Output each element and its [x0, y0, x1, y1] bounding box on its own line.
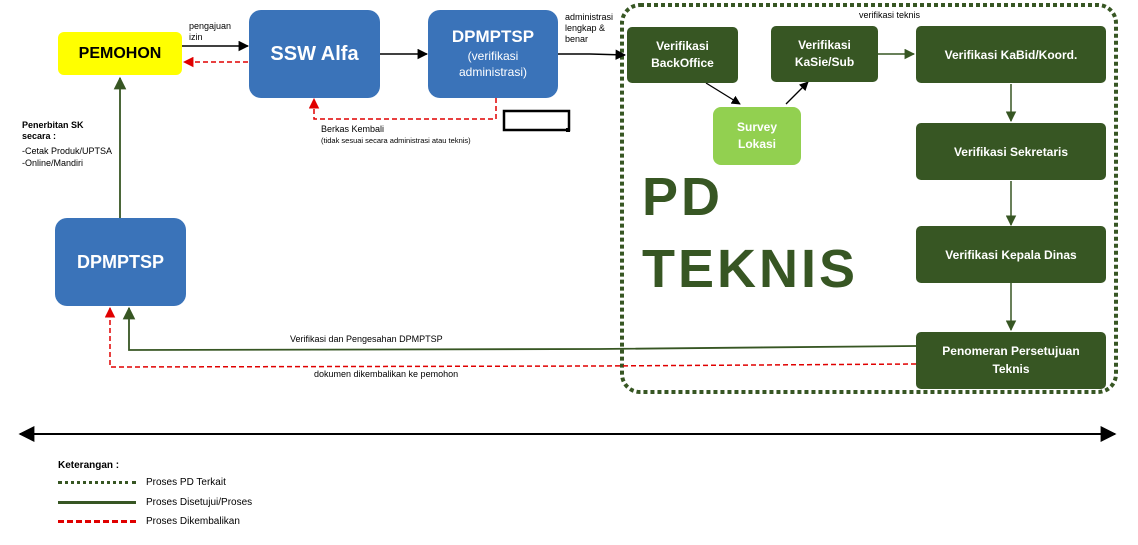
penomeran-box: Penomeran Persetujuan Teknis	[916, 332, 1106, 389]
label-penerbitan-title: Penerbitan SK secara :	[22, 120, 84, 141]
pd-teknis-region	[620, 3, 1118, 394]
legend-solid-line	[58, 501, 136, 504]
verif-sekretaris-label: Verifikasi Sekretaris	[953, 144, 1069, 159]
verif-kepala-dinas-box: Verifikasi Kepala Dinas	[916, 226, 1106, 283]
label-verifikasi-pengesahan: Verifikasi dan Pengesahan DPMPTSP	[290, 334, 443, 344]
arrow-penomeran-dpmptsp	[122, 306, 917, 351]
dpmptsp-admin-title: DPMPTSP	[451, 27, 535, 47]
label-berkas-kembali: Berkas Kembali	[321, 124, 385, 134]
dpmptsp-admin-box: DPMPTSP (verifikasi administrasi)	[428, 10, 558, 98]
rectangle-handle	[566, 128, 570, 132]
verif-kabid-box: Verifikasi KaBid/Koord.	[916, 26, 1106, 83]
legend-dotted-line	[58, 481, 136, 484]
label-dokumen-kembali: dokumen dikembalikan ke pemohon	[314, 369, 459, 379]
verif-backoffice-box: Verifikasi BackOffice	[627, 27, 738, 83]
label-penerbitan-item2: -Online/Mandiri	[22, 158, 84, 168]
arrow-backoffice-survey	[705, 82, 741, 105]
arrow-dpmptsp-backoffice	[558, 49, 627, 60]
verif-backoffice-label: Verifikasi BackOffice	[651, 39, 714, 70]
legend-dashed-label: Proses Dikembalikan	[146, 516, 240, 527]
verif-kasie-box: Verifikasi KaSie/Sub	[771, 26, 878, 82]
label-administrasi: administrasi lengkap & benar	[565, 12, 614, 44]
pemohon-box: PEMOHON	[58, 32, 182, 75]
legend-item-dashed: Proses Dikembalikan	[58, 516, 240, 527]
legend-item-solid: Proses Disetujui/Proses	[58, 497, 252, 508]
arrow-penomeran-return	[104, 306, 917, 368]
verif-sekretaris-box: Verifikasi Sekretaris	[916, 123, 1106, 180]
verif-kepala-dinas-label: Verifikasi Kepala Dinas	[945, 247, 1077, 262]
legend-dashed-line	[58, 520, 136, 523]
arrow-survey-kasie	[785, 81, 809, 105]
arrow-dpmptsp-ssw-return	[308, 97, 497, 120]
verif-kasie-label: Verifikasi KaSie/Sub	[794, 38, 855, 69]
dpmptsp-left-label: DPMPTSP	[76, 251, 164, 272]
ssw-alfa-box: SSW Alfa	[249, 10, 380, 98]
label-berkas-note: (tidak sesuai secara administrasi atau t…	[321, 136, 471, 145]
penomeran-label: Penomeran Persetujuan Teknis	[942, 344, 1080, 376]
dpmptsp-left-box: DPMPTSP	[55, 218, 186, 306]
empty-rectangle	[502, 109, 571, 132]
survey-lokasi-box: Survey Lokasi	[713, 107, 801, 165]
pd-teknis-line2: TEKNIS	[642, 239, 859, 299]
dpmptsp-admin-sub: (verifikasi administrasi)	[458, 49, 527, 79]
pemohon-label: PEMOHON	[78, 44, 162, 62]
legend-dotted-label: Proses PD Terkait	[146, 477, 226, 488]
label-pengajuan: pengajuan izin	[189, 21, 232, 42]
pd-teknis-line1: PD	[642, 167, 724, 227]
survey-lokasi-label: Survey Lokasi	[736, 120, 778, 151]
legend-solid-label: Proses Disetujui/Proses	[146, 497, 253, 508]
ssw-alfa-label: SSW Alfa	[270, 42, 359, 65]
legend-item-dotted: Proses PD Terkait	[58, 477, 226, 488]
label-penerbitan-item1: -Cetak Produk/UPTSA	[22, 146, 113, 156]
label-verifikasi-teknis: verifikasi teknis	[859, 10, 921, 20]
legend-title: Keterangan :	[58, 460, 120, 471]
verif-kabid-label: Verifikasi KaBid/Koord.	[944, 47, 1078, 62]
